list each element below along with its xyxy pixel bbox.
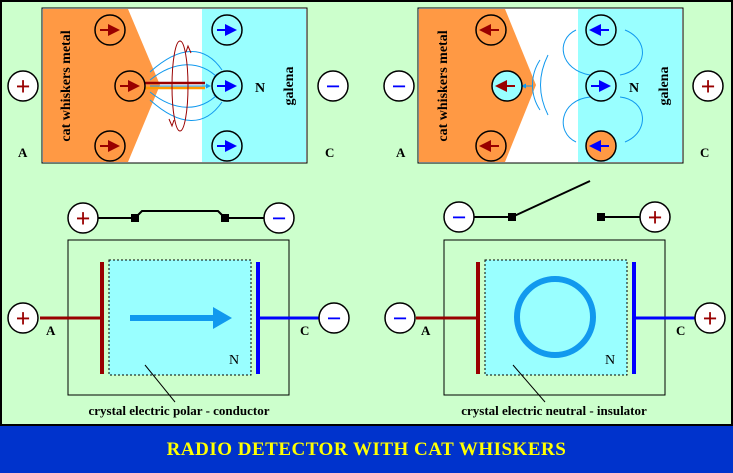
tl-right-sign: − [326,72,341,101]
bl-current-arrow-icon [130,307,232,329]
bl-n-label: N [229,353,239,368]
tr-cathode-terminal: + [692,70,724,102]
br-switch-blade [511,180,591,218]
top-right-panel: cat whiskers metal galena N − + A C [383,7,724,164]
br-caption: crystal electric neutral - insulator [461,403,647,418]
bl-left-sign: + [16,304,31,333]
tl-galena-electron-1-icon [211,14,243,46]
bl-switch-plus-terminal: + [67,202,99,234]
title-banner: RADIO DETECTOR WITH CAT WHISKERS [0,426,733,473]
br-switch-right-sign: + [648,203,663,232]
bl-switch-contact-left [131,214,139,222]
bl-caption: crystal electric polar - conductor [89,403,270,418]
br-a-label: A [421,323,431,338]
br-cathode-plate [632,262,636,374]
br-switch-left-sign: − [452,203,467,232]
bottom-right-panel: − + N − + A C crystal electric neutral -… [384,180,726,418]
tr-metal-label: cat whiskers metal [436,30,451,141]
bl-switch-contact-right [221,214,229,222]
tr-galena-electron-2-icon [585,70,617,102]
br-caption-leader [512,364,546,403]
tl-c-label: C [325,145,334,160]
bottom-left-panel: + − N + − A C crystal electric polar - c… [7,202,350,418]
bl-right-sign: − [327,304,342,333]
tl-electron-2-icon [114,70,146,102]
bl-anode-terminal: + [7,302,39,334]
br-neutral-ring-icon [514,276,596,358]
tr-electron-3-icon [475,130,507,162]
tr-electron-2-icon [491,70,523,102]
br-switch-plus-terminal: + [639,201,671,233]
page-title: RADIO DETECTOR WITH CAT WHISKERS [166,438,567,460]
br-anode-plate [476,262,480,374]
tr-metal-region [419,9,536,162]
br-n-label: N [605,353,615,368]
tr-a-label: A [396,145,406,160]
tr-right-sign: + [701,72,716,101]
tl-electron-3-icon [94,130,126,162]
br-right-sign: + [703,304,718,333]
tl-electron-1-icon [94,14,126,46]
bl-caption-leader [144,364,176,403]
tl-cathode-terminal: − [317,70,349,102]
br-cathode-terminal: + [694,302,726,334]
tl-galena-electron-2-icon [211,70,243,102]
tl-galena-electron-3-icon [211,130,243,162]
top-left-panel: cat whiskers metal galena N + − A C [7,7,349,164]
diagram: cat whiskers metal galena N + − A C [0,0,733,426]
br-anode-terminal: − [384,302,416,334]
tr-n-label: N [629,81,639,96]
tl-metal-region [43,9,160,162]
br-left-sign: − [393,304,408,333]
bl-c-label: C [300,323,309,338]
tr-galena-electron-1-icon [585,14,617,46]
tr-anode-terminal: − [383,70,415,102]
tl-metal-label: cat whiskers metal [59,30,74,141]
br-switch-contact-left [508,213,516,221]
tl-left-sign: + [16,72,31,101]
tr-electron-1-icon [475,14,507,46]
tl-n-label: N [255,81,265,96]
tl-a-label: A [18,145,28,160]
tr-galena-label: galena [657,67,672,106]
bl-cathode-plate [256,262,260,374]
br-switch-minus-terminal: − [443,201,475,233]
br-switch-contact-right [597,213,605,221]
bl-cathode-terminal: − [318,302,350,334]
bl-switch-minus-terminal: − [263,202,295,234]
tl-anode-terminal: + [7,70,39,102]
tl-galena-label: galena [282,67,297,106]
tr-left-sign: − [392,72,407,101]
bl-switch-left-sign: + [76,204,91,233]
bl-anode-plate [100,262,104,374]
bl-switch-right-sign: − [272,204,287,233]
bl-a-label: A [46,323,56,338]
border [0,0,733,426]
tr-galena-electron-3-icon [585,130,617,162]
tr-c-label: C [700,145,709,160]
br-c-label: C [676,323,685,338]
